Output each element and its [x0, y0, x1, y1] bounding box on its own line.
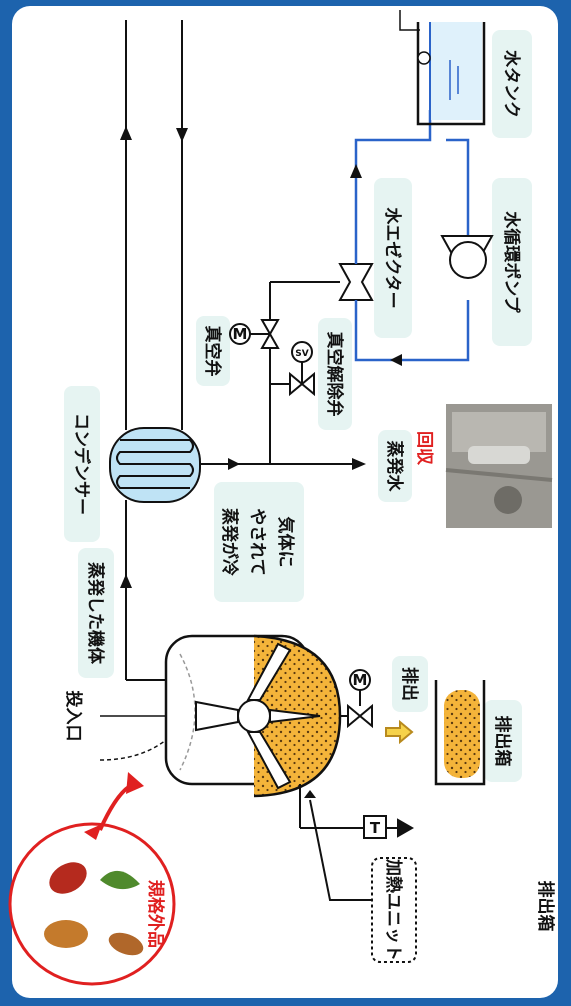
cooled-note-line-1: 蒸発が冷	[219, 508, 240, 576]
recovered-water-photo	[445, 404, 553, 528]
vacuum-release-label: 真空解除弁	[324, 332, 345, 417]
inlet-label: 投入口	[63, 691, 84, 742]
temperature-sensor	[299, 784, 415, 839]
discharge-arrow	[385, 719, 414, 745]
inlet-hopper	[99, 715, 167, 761]
vacuum-valve	[229, 319, 280, 349]
label-backgrounds	[64, 30, 532, 782]
condenser-label: コンデンサー	[71, 413, 92, 515]
vacuum-valve-label: 真空弁	[202, 326, 223, 377]
vacuum-valve-motor-mark: M	[233, 325, 248, 343]
heating-unit	[304, 790, 417, 963]
bottom-discharge-box-label: 排出箱	[535, 881, 556, 932]
solenoid-mark: SV	[295, 349, 308, 359]
water-ejector	[338, 263, 374, 301]
feed-arrow	[84, 772, 144, 840]
cooled-note-line-3: 気体に	[275, 516, 296, 568]
heating-unit-label: 加熱ユニット	[383, 858, 404, 961]
water-ejector-label: 水エゼクター	[382, 207, 403, 308]
cooled-note-line-2: やされて	[247, 508, 267, 576]
reactor-vessel	[164, 634, 342, 798]
substandard-produce	[8, 822, 176, 986]
discharge-box-label: 排出箱	[492, 716, 513, 767]
evaporated-water-label: 蒸発水	[384, 441, 405, 493]
flow-arrows	[120, 126, 366, 588]
evaporated-gas-label: 蒸発した機体	[85, 562, 106, 665]
water-loop-arrows	[350, 164, 402, 366]
discharge-label: 排出	[399, 667, 420, 701]
condenser	[109, 427, 201, 503]
discharge-motor-mark: M	[353, 671, 368, 689]
water-tank-label: 水タンク	[501, 50, 522, 118]
water-tank	[399, 10, 486, 126]
gas-lines	[125, 20, 360, 681]
discharge-box	[434, 680, 486, 786]
substandard-label: 規格外品	[145, 880, 166, 948]
recovery-label: 回収	[414, 431, 434, 466]
temp-mark: T	[370, 819, 381, 837]
water-pump	[440, 235, 494, 279]
water-pump-label: 水循環ポンプ	[501, 211, 522, 313]
discharge-valve	[340, 669, 373, 729]
vacuum-release-valve	[270, 341, 315, 397]
